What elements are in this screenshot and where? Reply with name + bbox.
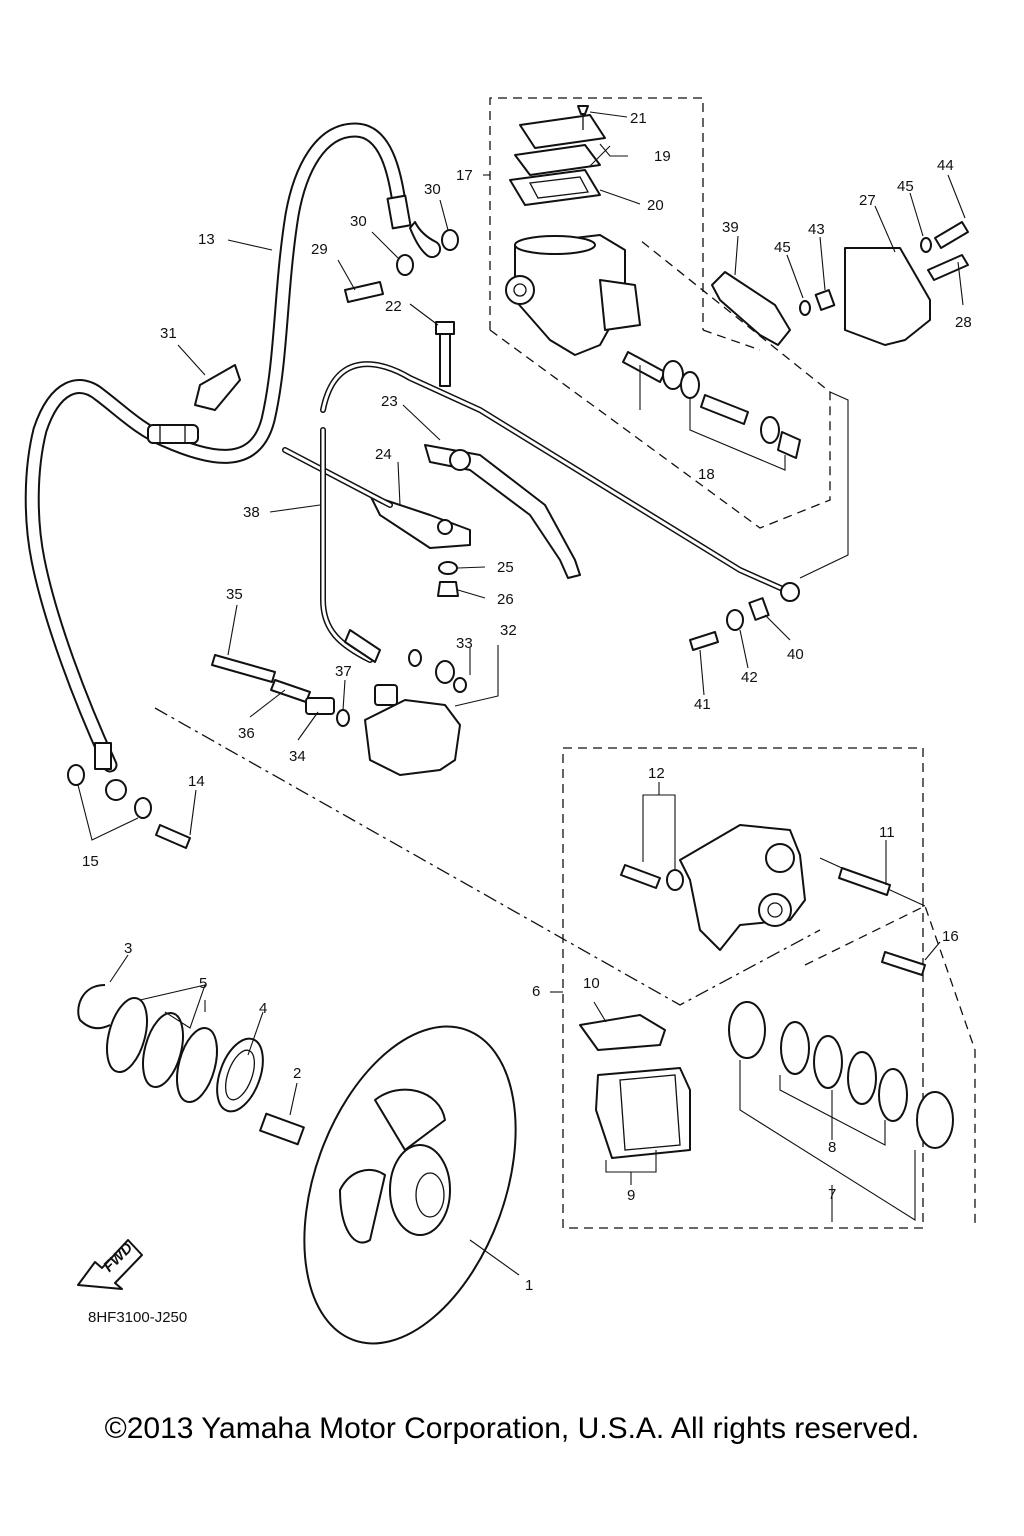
- part-label-22: 22: [385, 298, 402, 315]
- part-label-30a: 30: [350, 213, 367, 230]
- part-label-9: 9: [627, 1187, 635, 1204]
- part-label-15: 15: [82, 853, 99, 870]
- diagram-reference-code: 8HF3100-J250: [88, 1309, 188, 1326]
- leader-lines: [77, 111, 966, 1276]
- part-label-6: 6: [532, 983, 540, 1000]
- copyright-notice: ©2013 Yamaha Motor Corporation, U.S.A. A…: [104, 1412, 920, 1445]
- part-label-30b: 30: [424, 181, 441, 198]
- part-label-3: 3: [124, 940, 132, 957]
- fasteners: [67, 229, 770, 849]
- part-label-45a: 45: [774, 239, 791, 256]
- part-label-33: 33: [456, 635, 473, 652]
- part-label-34: 34: [289, 748, 306, 765]
- part-label-29: 29: [311, 241, 328, 258]
- part-label-39: 39: [722, 219, 739, 236]
- part-label-40: 40: [787, 646, 804, 663]
- part-label-18: 18: [698, 466, 715, 483]
- brake-lever: [282, 444, 581, 579]
- part-label-19: 19: [654, 148, 671, 165]
- part-label-8: 8: [828, 1139, 836, 1156]
- part-label-41: 41: [694, 696, 711, 713]
- part-number-labels: 1 2 3 4 5 6 7 8 9 10 11 12 13 14 15 16 1…: [82, 110, 972, 1294]
- part-label-14: 14: [188, 773, 205, 790]
- part-label-13: 13: [198, 231, 215, 248]
- cables: [320, 361, 800, 663]
- part-label-1: 1: [525, 1277, 533, 1294]
- master-cylinder: [435, 105, 641, 387]
- part-label-35: 35: [226, 586, 243, 603]
- part-label-4: 4: [259, 1000, 267, 1017]
- brake-hose: [24, 122, 442, 801]
- part-label-12: 12: [648, 765, 665, 782]
- brake-disc: [77, 984, 517, 1345]
- part-label-20: 20: [647, 197, 664, 214]
- part-label-2: 2: [293, 1065, 301, 1082]
- part-label-32: 32: [500, 622, 517, 639]
- rear-caliper: [344, 629, 467, 776]
- part-label-36: 36: [238, 725, 255, 742]
- part-label-37: 37: [335, 663, 352, 680]
- part-label-44: 44: [937, 157, 954, 174]
- part-label-43: 43: [808, 221, 825, 238]
- part-label-25: 25: [497, 559, 514, 576]
- part-label-23: 23: [381, 393, 398, 410]
- part-label-27: 27: [859, 192, 876, 209]
- pedal-bracket: [711, 221, 969, 346]
- part-label-42: 42: [741, 669, 758, 686]
- part-label-28: 28: [955, 314, 972, 331]
- front-caliper: [579, 824, 954, 1221]
- part-label-11: 11: [879, 824, 895, 841]
- part-label-16: 16: [942, 928, 959, 945]
- piston-kit: [622, 351, 801, 471]
- part-label-24: 24: [375, 446, 392, 463]
- part-label-26: 26: [497, 591, 514, 608]
- part-label-38: 38: [243, 504, 260, 521]
- fwd-arrow-icon: FWD: [77, 1239, 143, 1290]
- part-label-21: 21: [630, 110, 647, 127]
- part-label-31: 31: [160, 325, 177, 342]
- part-label-45b: 45: [897, 178, 914, 195]
- part-label-10: 10: [583, 975, 600, 992]
- part-label-7: 7: [828, 1186, 836, 1203]
- part-label-17: 17: [456, 167, 473, 184]
- part-label-5: 5: [199, 975, 207, 992]
